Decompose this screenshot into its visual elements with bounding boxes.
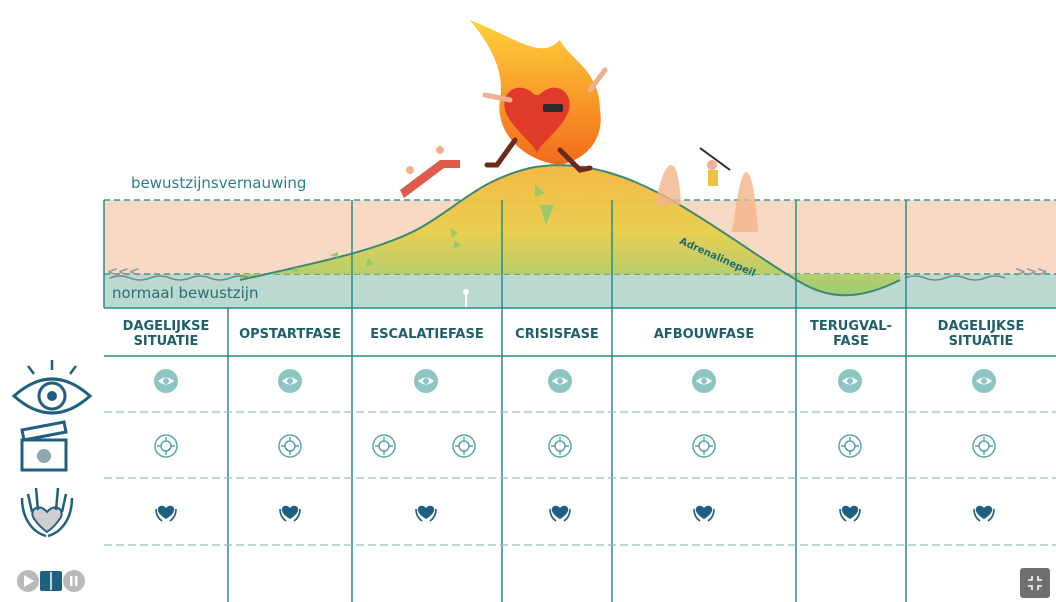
collapse-icon xyxy=(1028,576,1042,590)
small-flame-left xyxy=(655,165,681,205)
heart-hands-icon xyxy=(415,505,437,522)
eye-icon xyxy=(414,369,438,393)
eye-icon xyxy=(548,369,572,393)
heart-hands-icon xyxy=(973,505,995,522)
phase-line1: TERUGVAL- xyxy=(810,319,892,334)
phase-escalatie: ESCALATIEFASE xyxy=(354,312,500,356)
phase-opstart: OPSTARTFASE xyxy=(230,312,350,356)
upper-line-label: bewustzijnsvernauwing xyxy=(131,174,307,192)
phase-line1: ESCALATIEFASE xyxy=(370,326,484,342)
lower-line-label: normaal bewustzijn xyxy=(112,284,259,302)
eye-icon xyxy=(11,360,93,415)
escalator-figure xyxy=(400,146,460,198)
eye-icon xyxy=(278,369,302,393)
phase-line2: SITUATIE xyxy=(133,334,199,349)
phase-line2: SITUATIE xyxy=(948,334,1014,349)
heart-hands-icon xyxy=(279,505,301,522)
heart-hands-icon xyxy=(549,505,571,522)
crosshair-icon xyxy=(452,434,476,458)
phase-crisis: CRISISFASE xyxy=(504,312,610,356)
path-arrows xyxy=(290,185,554,273)
eye-icon xyxy=(692,369,716,393)
arrows-left: <<< xyxy=(107,265,140,280)
eye-icon xyxy=(154,369,178,393)
crosshair-icon xyxy=(372,434,396,458)
phase-line1: OPSTARTFASE xyxy=(239,326,341,342)
phase-terugval: TERUGVAL-FASE xyxy=(798,312,904,356)
phase-line1: DAGELIJKSE xyxy=(122,319,210,334)
hands-heart-icon xyxy=(20,487,74,538)
crosshair-icon xyxy=(278,434,302,458)
crosshair-icon xyxy=(972,434,996,458)
row-dividers xyxy=(104,411,1056,546)
phase-line1: AFBOUWFASE xyxy=(653,326,755,342)
crosshair-icon xyxy=(692,434,716,458)
fullscreen-exit-button[interactable] xyxy=(1020,568,1050,598)
crosshair-icon xyxy=(548,434,572,458)
eye-icon xyxy=(972,369,996,393)
clapperboard-icon xyxy=(20,420,68,472)
heart-hands-icon xyxy=(693,505,715,522)
zipline-figure xyxy=(699,147,731,186)
adrenaline-hill xyxy=(240,165,900,296)
heart-hands-icon xyxy=(155,505,177,522)
phase-line1: CRISISFASE xyxy=(515,326,599,342)
column-separators xyxy=(103,200,907,602)
small-flame-right xyxy=(732,172,758,232)
media-book-icon xyxy=(17,570,85,592)
phase-afbouw: AFBOUWFASE xyxy=(614,312,794,356)
right-wave xyxy=(904,275,1006,281)
phase-line1: DAGELIJKSE xyxy=(937,319,1025,334)
arrows-right: >>> xyxy=(1015,265,1048,280)
crosshair-icon xyxy=(154,434,178,458)
eye-icon xyxy=(838,369,862,393)
flaming-heart-character xyxy=(470,20,608,173)
phase-line2: FASE xyxy=(833,334,869,349)
heart-hands-icon xyxy=(839,505,861,522)
left-wave xyxy=(109,275,251,281)
crosshair-icon xyxy=(838,434,862,458)
